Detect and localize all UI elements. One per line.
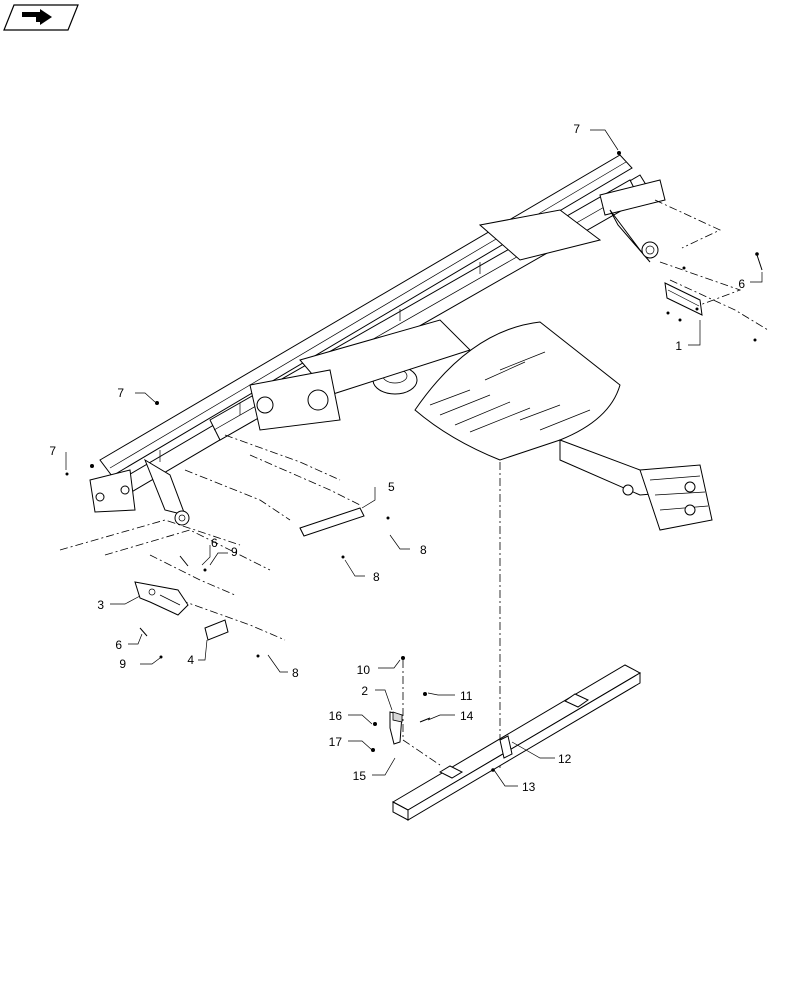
page-navigation-icon[interactable]: [3, 4, 79, 31]
callout-6-left[interactable]: 6: [211, 536, 218, 550]
callout-11[interactable]: 11: [460, 689, 473, 703]
callout-8-lower[interactable]: 8: [292, 666, 299, 680]
callout-6-right[interactable]: 6: [738, 277, 745, 291]
frame-hardware: [65, 151, 621, 476]
bracket-part-2[interactable]: [389, 711, 403, 745]
callout-7-mid[interactable]: 7: [117, 386, 124, 400]
callout-1[interactable]: 1: [675, 339, 682, 353]
callout-14[interactable]: 14: [460, 709, 474, 723]
right-hardware: [666, 266, 757, 342]
callout-17[interactable]: 17: [329, 735, 343, 749]
callout-labels: 7 6 1 7 7 5 8 8 6 9 3 6 4 9 8 10 2 11 16…: [49, 122, 745, 794]
callout-3[interactable]: 3: [97, 598, 104, 612]
callout-6-lower[interactable]: 6: [115, 638, 122, 652]
bar-part-12[interactable]: [391, 664, 642, 821]
toolbar-frame-assembly: [89, 154, 713, 531]
assembly-lines: [59, 199, 769, 768]
leader-lines: [65, 129, 763, 787]
callout-9-upper[interactable]: 9: [231, 545, 238, 559]
bracket-part-3[interactable]: [134, 581, 189, 616]
callout-2[interactable]: 2: [361, 684, 368, 698]
callout-4[interactable]: 4: [187, 653, 194, 667]
callout-9-lower[interactable]: 9: [119, 657, 126, 671]
callout-16[interactable]: 16: [329, 709, 343, 723]
callout-10[interactable]: 10: [357, 663, 371, 677]
plate-part-1[interactable]: [664, 282, 703, 316]
callout-8-upper[interactable]: 8: [420, 543, 427, 557]
pin-part-6-right[interactable]: [755, 252, 763, 271]
callout-8-middle[interactable]: 8: [373, 570, 380, 584]
tube-part-5[interactable]: [299, 507, 365, 537]
callout-13[interactable]: 13: [522, 780, 536, 794]
callout-5[interactable]: 5: [388, 480, 395, 494]
callout-12[interactable]: 12: [558, 752, 572, 766]
lower-hardware: [371, 656, 431, 752]
left-hardware: [139, 516, 390, 659]
callout-15[interactable]: 15: [353, 769, 367, 783]
callout-7-left[interactable]: 7: [49, 444, 56, 458]
callout-7-top[interactable]: 7: [573, 122, 580, 136]
tube-part-4[interactable]: [204, 619, 229, 641]
